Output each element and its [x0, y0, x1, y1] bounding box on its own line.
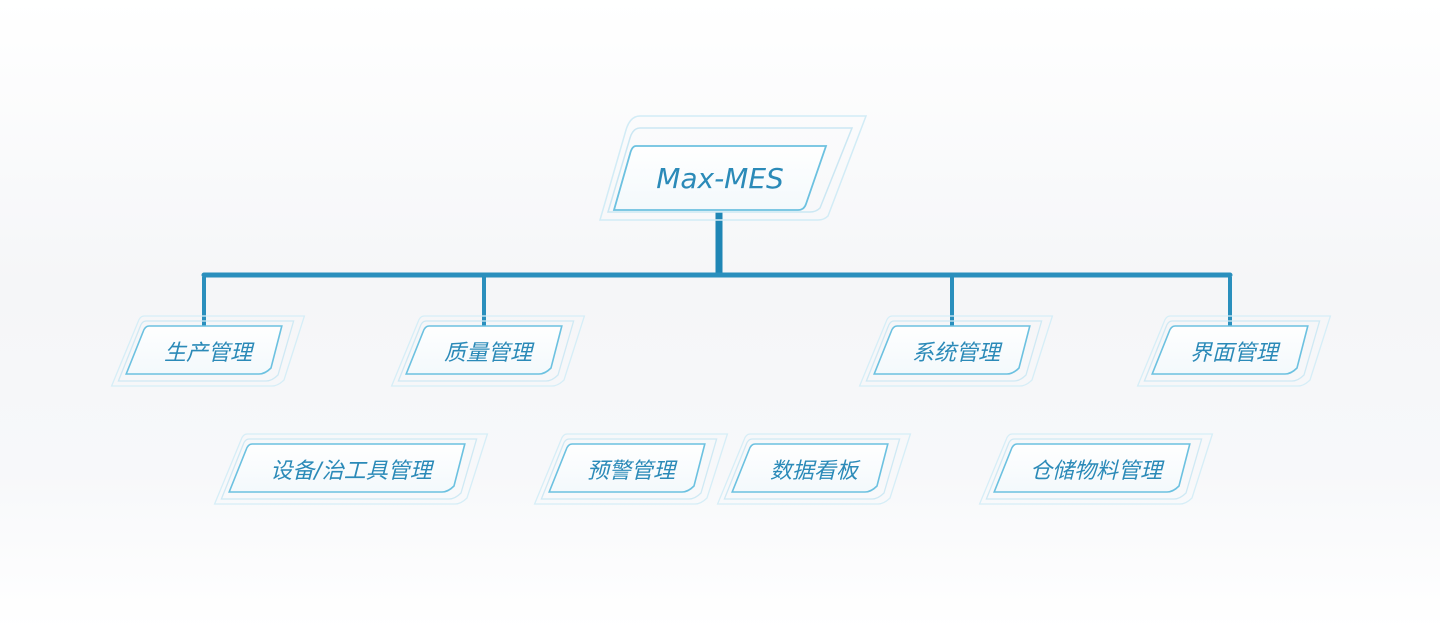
module-label-equipment: 设备/治工具管理 — [270, 459, 434, 484]
module-label-interface: 界面管理 — [1190, 341, 1281, 366]
module-box — [993, 443, 1191, 493]
module-mid-frame — [397, 320, 575, 382]
module-mid-frame — [117, 320, 295, 382]
module-node-equipment[interactable]: 设备/治工具管理 — [213, 433, 489, 505]
module-node-warning[interactable]: 预警管理 — [533, 433, 729, 505]
module-node-warehouse[interactable]: 仓储物料管理 — [978, 433, 1214, 505]
connector-lines — [201, 212, 1233, 444]
module-outer-frame — [716, 433, 912, 505]
module-mid-frame — [723, 438, 901, 500]
module-node-system[interactable]: 系统管理 — [858, 315, 1054, 387]
root-node-outer-frame — [599, 115, 868, 221]
module-node-interface[interactable]: 界面管理 — [1136, 315, 1332, 387]
module-box — [873, 325, 1031, 375]
module-box — [548, 443, 706, 493]
module-outer-frame — [533, 433, 729, 505]
module-label-system: 系统管理 — [912, 341, 1003, 366]
module-box — [405, 325, 563, 375]
module-outer-frame — [1136, 315, 1332, 387]
module-label-quality: 质量管理 — [444, 341, 535, 366]
module-mid-frame — [540, 438, 718, 500]
root-node-box — [612, 145, 828, 211]
module-node-quality[interactable]: 质量管理 — [390, 315, 586, 387]
module-node-dashboard[interactable]: 数据看板 — [716, 433, 912, 505]
module-box — [731, 443, 889, 493]
module-outer-frame — [213, 433, 489, 505]
module-label-warehouse: 仓储物料管理 — [1030, 459, 1165, 484]
module-box — [125, 325, 283, 375]
module-box — [1151, 325, 1309, 375]
module-node-production[interactable]: 生产管理 — [110, 315, 306, 387]
root-label: Max-MES — [656, 162, 784, 195]
module-mid-frame — [220, 438, 478, 500]
module-label-production: 生产管理 — [164, 341, 255, 366]
module-outer-frame — [978, 433, 1214, 505]
module-mid-frame — [865, 320, 1043, 382]
module-outer-frame — [110, 315, 306, 387]
module-outer-frame — [858, 315, 1054, 387]
module-mid-frame — [985, 438, 1203, 500]
drop-lines — [202, 277, 1232, 444]
module-outer-frame — [390, 315, 586, 387]
module-label-warning: 预警管理 — [587, 459, 678, 484]
root-node-mid-frame — [606, 127, 854, 213]
module-label-dashboard: 数据看板 — [770, 459, 861, 484]
module-box — [228, 443, 466, 493]
module-mid-frame — [1143, 320, 1321, 382]
root-node[interactable]: Max-MES — [599, 115, 868, 221]
